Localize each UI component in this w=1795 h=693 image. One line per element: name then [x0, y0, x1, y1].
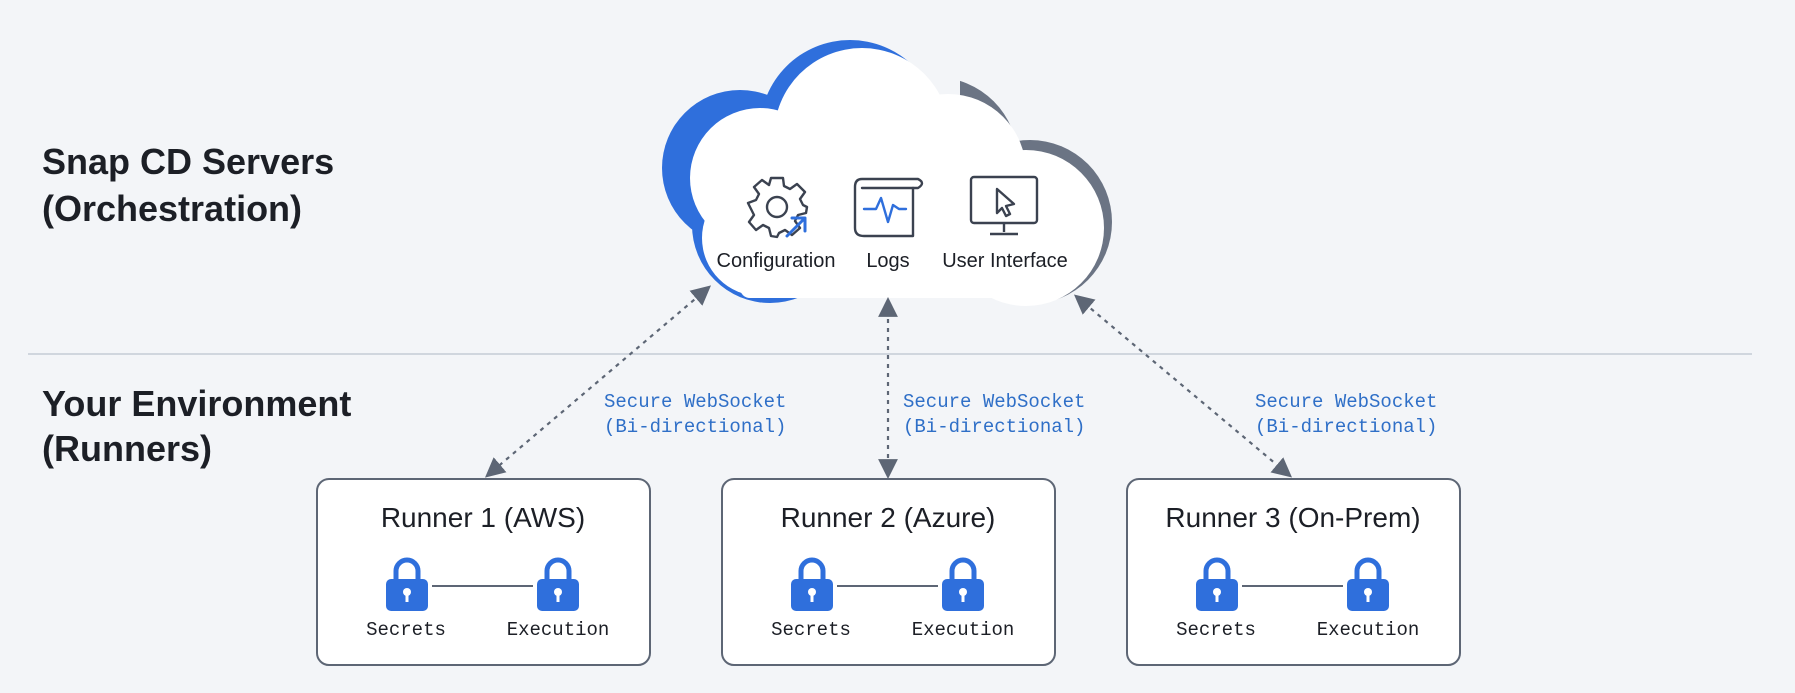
arrow-up-right-icon [785, 216, 807, 238]
lock-icon [537, 557, 579, 611]
lock-label-secrets: Secrets [771, 619, 851, 641]
runner-card-2: Runner 2 (Azure) Secrets Execution [721, 478, 1056, 666]
lock-icon [1347, 557, 1389, 611]
connection-label-1-line1: Secure WebSocket [604, 391, 786, 413]
runner-card-3: Runner 3 (On-Prem) Secrets Execution [1126, 478, 1461, 666]
service-label-user-interface: User Interface [942, 250, 1068, 272]
lock-label-execution: Execution [912, 619, 1015, 641]
lock-icon [1196, 557, 1238, 611]
cloud-orchestration: Configuration Logs User Interface [662, 40, 1112, 306]
runner-title: Runner 1 (AWS) [381, 502, 585, 533]
runner-title: Runner 3 (On-Prem) [1165, 502, 1420, 533]
monitor-cursor-icon [969, 175, 1039, 236]
lock-icon [791, 557, 833, 611]
gear-icon [746, 176, 809, 239]
log-scroll-icon [853, 177, 924, 238]
section-heading-environment: Your Environment (Runners) [42, 383, 351, 469]
service-label-logs: Logs [866, 250, 909, 272]
section-heading-environment-line1: Your Environment [42, 383, 351, 424]
lock-label-secrets: Secrets [366, 619, 446, 641]
lock-icon [942, 557, 984, 611]
lock-label-execution: Execution [1317, 619, 1420, 641]
lock-label-secrets: Secrets [1176, 619, 1256, 641]
runner-title: Runner 2 (Azure) [781, 502, 996, 533]
connection-label-2-line2: (Bi-directional) [903, 416, 1085, 438]
connection-label-2-line1: Secure WebSocket [903, 391, 1085, 413]
service-label-configuration: Configuration [717, 250, 836, 272]
section-heading-servers-line2: (Orchestration) [42, 188, 302, 229]
connection-label-3-line1: Secure WebSocket [1255, 391, 1437, 413]
connection-arrow-runner-3 [1073, 294, 1293, 478]
connection-label-1-line2: (Bi-directional) [604, 416, 786, 438]
runner-card-1: Runner 1 (AWS) Secrets Execution [316, 478, 651, 666]
lock-label-execution: Execution [507, 619, 610, 641]
section-heading-servers-line1: Snap CD Servers [42, 141, 334, 182]
lock-icon [386, 557, 428, 611]
connection-label-3-line2: (Bi-directional) [1255, 416, 1437, 438]
section-heading-environment-line2: (Runners) [42, 428, 212, 469]
section-heading-servers: Snap CD Servers (Orchestration) [42, 141, 334, 229]
connection-arrow-runner-1 [484, 285, 712, 478]
